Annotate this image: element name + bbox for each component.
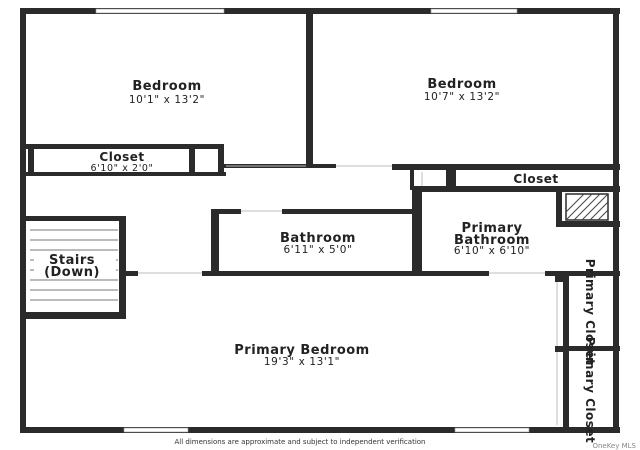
room-name: Bedroom — [132, 79, 201, 94]
door-openings — [138, 165, 558, 425]
room-bedroom-2: Bedroom 10'7" x 13'2" — [424, 77, 500, 103]
room-name: Closet — [513, 172, 558, 186]
windows — [95, 8, 530, 433]
room-name: Bathroom — [280, 231, 356, 246]
room-dimensions: 6'10" x 6'10" — [454, 245, 530, 257]
room-primary-bedroom: Primary Bedroom 19'3" x 13'1" — [234, 343, 369, 368]
room-closet-2: Closet — [513, 172, 558, 186]
room-name-line2: (Down) — [44, 265, 100, 280]
brand-watermark: OneKey MLS — [592, 442, 636, 450]
walls — [20, 8, 620, 433]
room-dimensions: 6'11" x 5'0" — [284, 244, 353, 256]
room-name-line2: Bathroom — [454, 233, 530, 248]
room-name: Primary Closet — [583, 259, 597, 366]
room-closet-1: Closet 6'10" x 2'0" — [90, 150, 153, 174]
room-primary-closet-2: Primary Closet — [583, 337, 597, 444]
room-name-line1: Primary — [461, 221, 522, 236]
room-name: Primary Bedroom — [234, 343, 369, 358]
room-primary-bathroom: Primary Bathroom 6'10" x 6'10" — [454, 221, 530, 257]
room-dimensions: 19'3" x 13'1" — [264, 356, 340, 368]
room-dimensions: 10'7" x 13'2" — [424, 91, 500, 103]
room-stairs: Stairs (Down) — [34, 253, 116, 280]
room-name-line1: Stairs — [49, 253, 95, 268]
room-bathroom: Bathroom 6'11" x 5'0" — [280, 231, 356, 256]
room-bedroom-1: Bedroom 10'1" x 13'2" — [129, 79, 205, 106]
room-dimensions: 10'1" x 13'2" — [129, 94, 205, 106]
hatched-fixture — [565, 193, 609, 221]
room-name: Closet — [99, 150, 144, 164]
room-primary-closet-1: Primary Closet — [583, 259, 597, 366]
room-dimensions: 6'10" x 2'0" — [90, 163, 153, 174]
room-name: Bedroom — [427, 77, 496, 92]
room-name: Primary Closet — [583, 337, 597, 444]
disclaimer-text: All dimensions are approximate and subje… — [175, 438, 426, 446]
